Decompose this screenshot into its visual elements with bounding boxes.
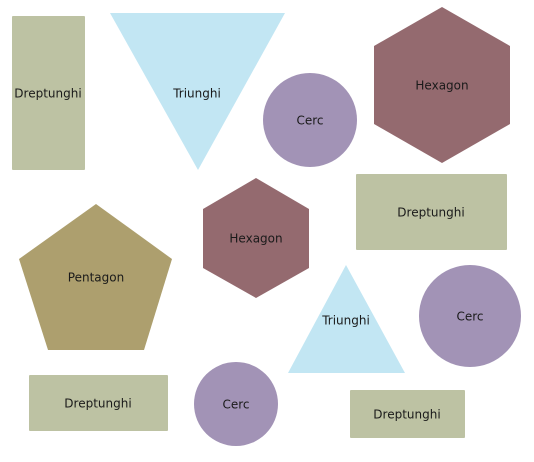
shape-dreptunghi-2: Dreptunghi [356, 174, 507, 250]
triunghi-2-label: Triunghi [321, 314, 370, 328]
hexagon-1-body [374, 7, 510, 163]
shape-triunghi-2: Triunghi [288, 265, 405, 373]
dreptunghi-2-label: Dreptunghi [397, 206, 464, 220]
shape-triunghi-1: Triunghi [110, 13, 285, 170]
dreptunghi-3-body [29, 375, 168, 431]
dreptunghi-1-body [12, 16, 85, 170]
dreptunghi-3-label: Dreptunghi [64, 397, 131, 411]
dreptunghi-4-body [350, 390, 465, 438]
dreptunghi-4-label: Dreptunghi [373, 408, 440, 422]
shape-cerc-1: Cerc [263, 73, 357, 167]
triunghi-2-body [288, 265, 405, 373]
hexagon-2-body [203, 178, 309, 298]
cerc-2-body [419, 265, 521, 367]
dreptunghi-2-body [356, 174, 507, 250]
cerc-1-body [263, 73, 357, 167]
shape-dreptunghi-4: Dreptunghi [350, 390, 465, 438]
hexagon-1-label: Hexagon [415, 79, 468, 93]
shape-dreptunghi-1: Dreptunghi [12, 16, 85, 170]
cerc-1-label: Cerc [296, 114, 323, 128]
dreptunghi-1-label: Dreptunghi [14, 87, 81, 101]
shape-pentagon-1: Pentagon [19, 204, 172, 350]
shape-hexagon-2: Hexagon [203, 178, 309, 298]
shape-cerc-3: Cerc [194, 362, 278, 446]
pentagon-1-body [19, 204, 172, 350]
shape-dreptunghi-3: Dreptunghi [29, 375, 168, 431]
shape-hexagon-1: Hexagon [374, 7, 510, 163]
triunghi-1-label: Triunghi [172, 87, 221, 101]
triunghi-1-body [110, 13, 285, 170]
shape-cerc-2: Cerc [419, 265, 521, 367]
hexagon-2-label: Hexagon [229, 232, 282, 246]
cerc-2-label: Cerc [456, 310, 483, 324]
cerc-3-label: Cerc [222, 398, 249, 412]
pentagon-1-label: Pentagon [68, 271, 124, 285]
cerc-3-body [194, 362, 278, 446]
